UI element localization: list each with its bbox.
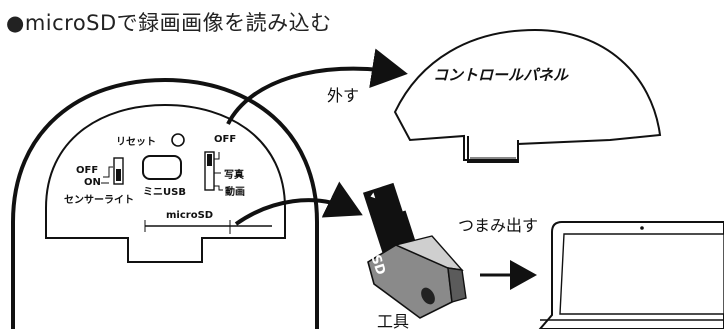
sensor-light-label: センサーライト bbox=[64, 195, 134, 206]
mini-usb-label: ミニUSB bbox=[143, 187, 186, 198]
panel-recess bbox=[45, 103, 286, 263]
remove-arrow bbox=[226, 48, 408, 125]
mode-photo-label: 写真 bbox=[224, 170, 244, 181]
sensor-off-label: OFF bbox=[76, 165, 99, 176]
device-housing bbox=[11, 77, 319, 300]
insert-arrow bbox=[234, 181, 363, 226]
pull-out-label: つまみ出す bbox=[458, 216, 539, 235]
mode-switch bbox=[204, 151, 215, 191]
sensor-on-label: ON bbox=[84, 177, 101, 188]
page-title: ●microSDで録画画像を読み込む bbox=[6, 11, 332, 35]
extraction-tool bbox=[367, 235, 467, 319]
remove-label: 外す bbox=[327, 86, 360, 105]
reset-button bbox=[171, 133, 185, 147]
reset-label: リセット bbox=[116, 137, 156, 148]
mini-usb-port bbox=[142, 155, 182, 180]
laptop-icon bbox=[538, 221, 724, 329]
microsd-slot-label: microSD bbox=[166, 210, 214, 221]
control-panel-cover bbox=[393, 28, 662, 161]
microsd-card bbox=[362, 182, 418, 258]
control-panel-label: コントロールパネル bbox=[433, 66, 569, 84]
mode-off-label: OFF bbox=[214, 134, 237, 145]
mode-video-label: 動画 bbox=[225, 187, 245, 198]
tool-label: 工具 bbox=[377, 312, 410, 331]
